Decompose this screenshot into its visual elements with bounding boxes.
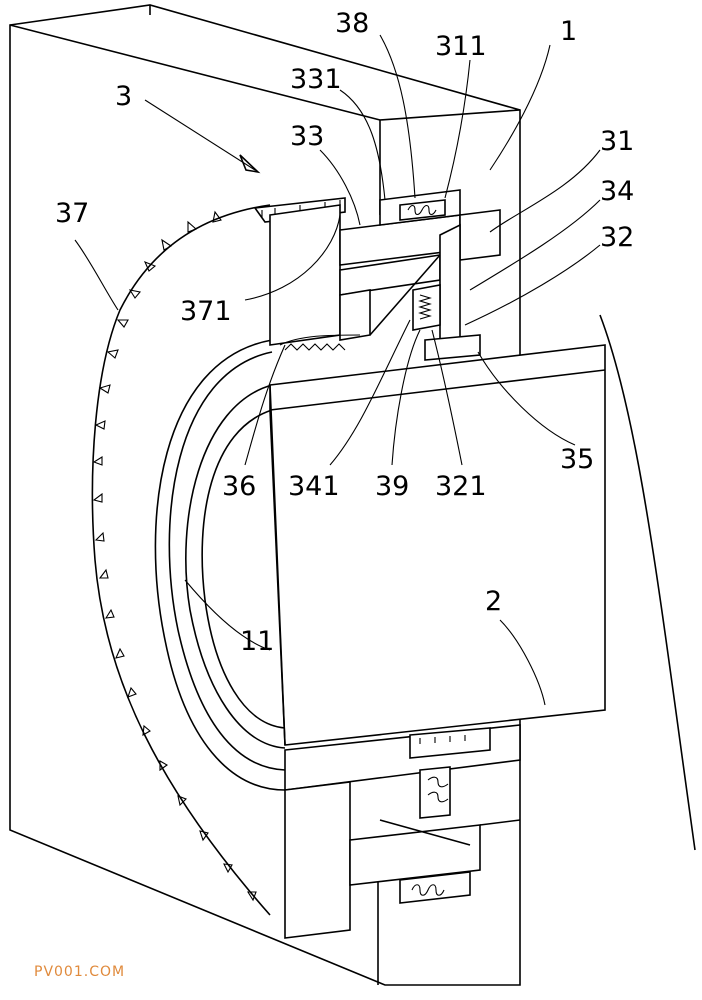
label-33: 33 bbox=[290, 121, 324, 152]
lower-seal-assembly bbox=[284, 724, 521, 939]
label-341: 341 bbox=[288, 471, 340, 502]
label-321: 321 bbox=[435, 471, 487, 502]
label-31: 31 bbox=[600, 126, 634, 157]
label-1: 1 bbox=[560, 16, 577, 47]
housing-block bbox=[9, 4, 521, 986]
label-35: 35 bbox=[560, 444, 594, 475]
label-38: 38 bbox=[335, 8, 369, 39]
label-311: 311 bbox=[435, 31, 487, 62]
label-331: 331 bbox=[290, 64, 342, 95]
bore-opening bbox=[154, 339, 286, 791]
shaft bbox=[269, 314, 696, 851]
leader-lines bbox=[74, 34, 601, 706]
reference-numerals: 38 311 1 331 3 33 31 37 34 32 371 36 341… bbox=[55, 8, 634, 657]
label-3: 3 bbox=[115, 81, 132, 112]
label-36: 36 bbox=[222, 471, 256, 502]
label-32: 32 bbox=[600, 222, 634, 253]
watermark-text: PV001.COM bbox=[34, 964, 126, 980]
upper-seal-assembly bbox=[269, 189, 501, 361]
label-11: 11 bbox=[240, 626, 274, 657]
label-371: 371 bbox=[180, 296, 232, 327]
label-34: 34 bbox=[600, 176, 634, 207]
label-37: 37 bbox=[55, 198, 89, 229]
label-39: 39 bbox=[375, 471, 409, 502]
label-2: 2 bbox=[485, 586, 502, 617]
